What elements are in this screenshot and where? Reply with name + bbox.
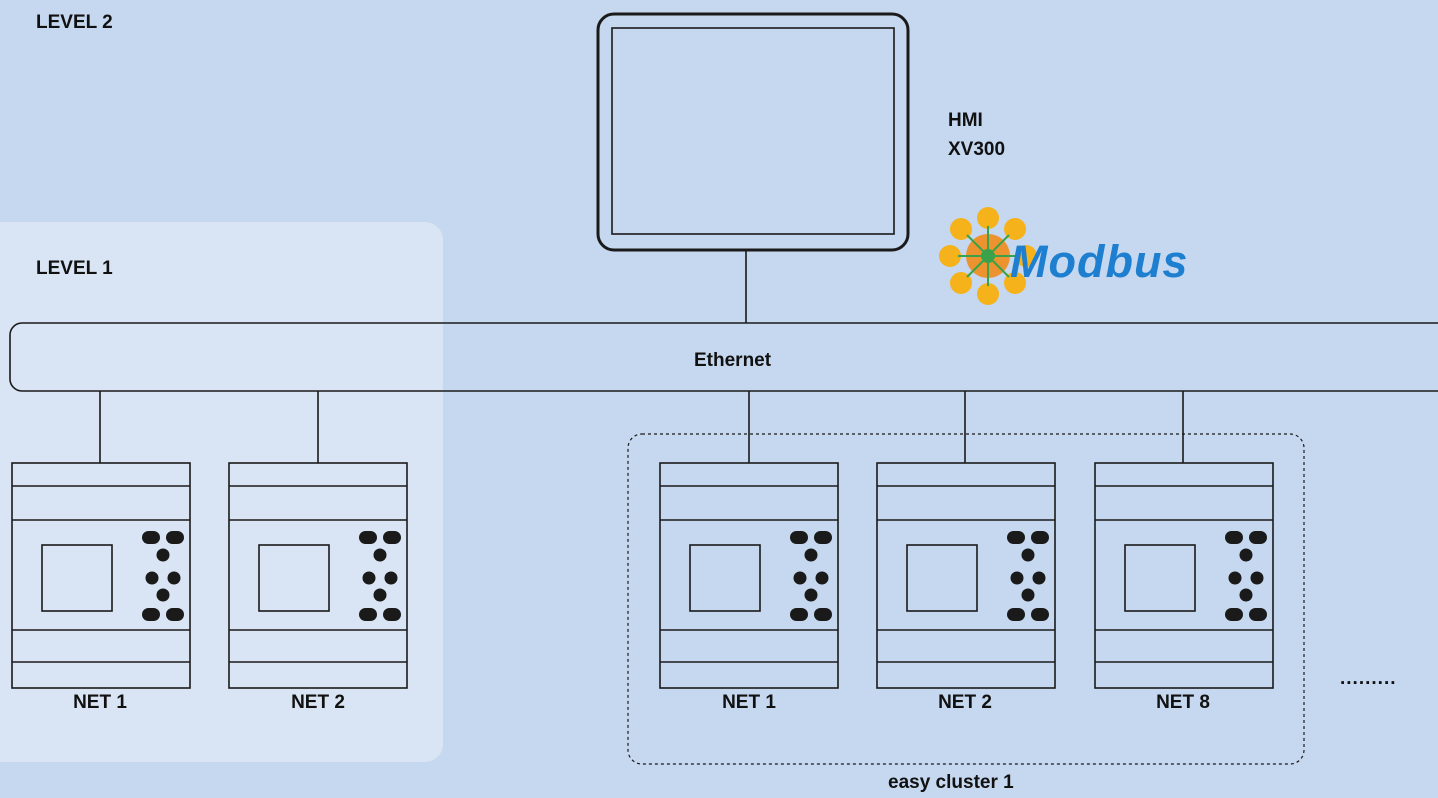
cluster-device-label: NET 1: [722, 692, 776, 713]
plc-device: [659, 462, 839, 689]
cluster-device-label: NET 2: [938, 692, 992, 713]
keypad-buttons: [1225, 531, 1267, 621]
plc-device: [876, 462, 1056, 689]
hmi-model-label: XV300: [948, 139, 1006, 160]
ethernet-label: Ethernet: [694, 350, 772, 371]
keypad-buttons: [142, 531, 184, 621]
level1-device-label: NET 2: [291, 692, 345, 713]
keypad-buttons: [790, 531, 832, 621]
display-screen: [689, 544, 761, 612]
display-screen: [906, 544, 978, 612]
plc-device: [228, 462, 408, 689]
cluster-label: easy cluster 1: [888, 772, 1014, 793]
continuation-dots: .........: [1340, 668, 1397, 689]
display-screen: [1124, 544, 1196, 612]
plc-device: [11, 462, 191, 689]
level1-panel: [0, 222, 443, 762]
level1-device-label: NET 1: [73, 692, 127, 713]
cluster-box: [627, 433, 1305, 765]
level2-label: LEVEL 2: [36, 12, 113, 33]
device-drop-lines: [99, 391, 1184, 463]
level1-label: LEVEL 1: [36, 258, 113, 279]
ethernet-bus: [9, 322, 1438, 392]
cluster-device-label: NET 8: [1156, 692, 1210, 713]
hmi-monitor: [596, 12, 910, 252]
plc-device: [1094, 462, 1274, 689]
keypad-buttons: [359, 531, 401, 621]
display-screen: [41, 544, 113, 612]
display-screen: [258, 544, 330, 612]
keypad-buttons: [1007, 531, 1049, 621]
modbus-star-icon: [939, 207, 1037, 305]
hmi-label: HMI: [948, 110, 983, 131]
devices: [11, 462, 1274, 689]
modbus-logo-text: Modbus: [1010, 236, 1189, 287]
